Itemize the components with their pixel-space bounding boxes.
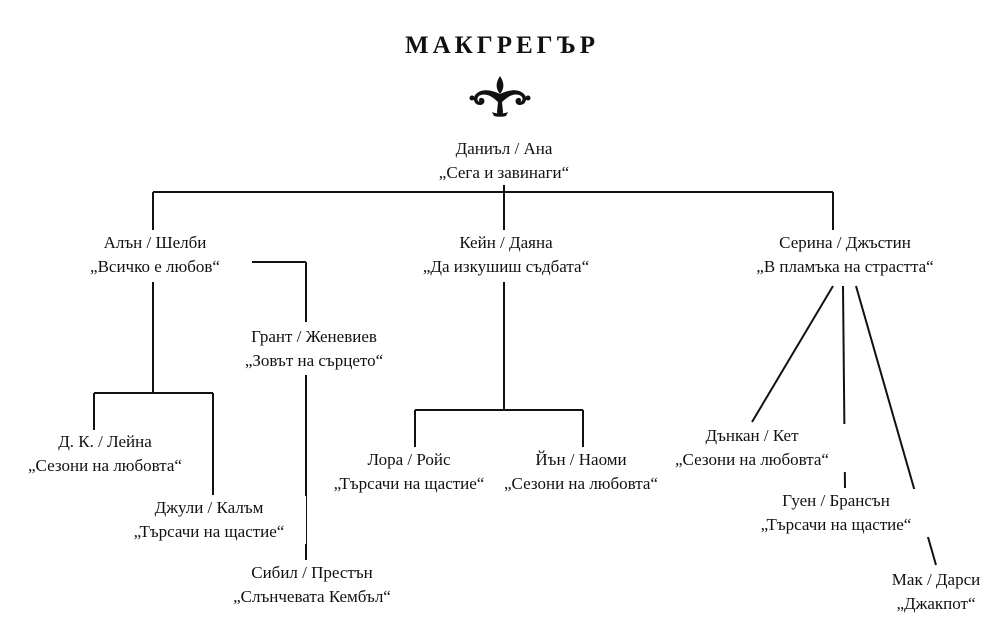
node-couple: Гуен / Брансън <box>782 491 890 510</box>
connector-to-duncan <box>751 285 834 423</box>
node-book: „Всичко е любов“ <box>90 257 220 276</box>
family-node-gwen: Гуен / Брансън „Търсачи на щастие“ <box>738 489 934 537</box>
node-book: „Зовът на сърцето“ <box>244 351 384 370</box>
node-couple: Кейн / Даяна <box>459 233 553 252</box>
node-couple: Грант / Женевиев <box>251 327 377 346</box>
node-couple: Мак / Дарси <box>891 570 981 589</box>
node-book: „В пламъка на страстта“ <box>756 257 934 276</box>
node-book: „Сезони на любовта“ <box>28 456 182 475</box>
page-title: МАКГРЕГЪР <box>405 32 599 59</box>
node-book: „Да изкушиш съдбата“ <box>422 257 590 276</box>
node-couple: Д. К. / Лейна <box>58 432 152 451</box>
family-node-root: Даниъл / Ана „Сега и завинаги“ <box>404 137 604 185</box>
family-node-laura: Лора / Ройс „Търсачи на щастие“ <box>314 448 504 496</box>
family-node-mac: Мак / Дарси „Джакпот“ <box>874 568 998 616</box>
node-couple: Дънкан / Кет <box>705 426 799 445</box>
node-book: „Търсачи на щастие“ <box>133 522 285 541</box>
fleur-ornament-icon <box>469 76 531 117</box>
family-node-grant: Грант / Женевиев „Зовът на сърцето“ <box>217 325 411 373</box>
family-node-duncan: Дънкан / Кет „Сезони на любовта“ <box>657 424 847 472</box>
family-node-julie: Джули / Калъм „Търсачи на щастие“ <box>112 496 306 544</box>
family-node-ian: Йън / Наоми „Сезони на любовта“ <box>486 448 676 496</box>
node-couple: Алън / Шелби <box>103 233 207 252</box>
family-node-serena: Серина / Джъстин „В пламъка на страстта“ <box>728 231 962 279</box>
node-couple: Лора / Ройс <box>367 450 451 469</box>
node-book: „Сезони на любовта“ <box>504 474 658 493</box>
node-couple: Серина / Джъстин <box>779 233 911 252</box>
family-node-kane: Кейн / Даяна „Да изкушиш съдбата“ <box>399 231 613 279</box>
node-book: „Джакпот“ <box>896 594 976 613</box>
family-node-alan: Алън / Шелби „Всичко е любов“ <box>58 231 252 279</box>
node-book: „Сега и завинаги“ <box>438 163 570 182</box>
family-node-dk: Д. К. / Лейна „Сезони на любовта“ <box>8 430 202 478</box>
node-book: „Търсачи на щастие“ <box>760 515 912 534</box>
node-couple: Джули / Калъм <box>154 498 264 517</box>
node-book: „Търсачи на щастие“ <box>333 474 485 493</box>
family-node-sybil: Сибил / Престън „Слънчевата Кембъл“ <box>212 561 412 609</box>
node-couple: Йън / Наоми <box>535 450 627 469</box>
node-couple: Сибил / Престън <box>251 563 373 582</box>
node-book: „Сезони на любовта“ <box>675 450 829 469</box>
node-couple: Даниъл / Ана <box>455 139 553 158</box>
node-book: „Слънчевата Кембъл“ <box>233 587 391 606</box>
